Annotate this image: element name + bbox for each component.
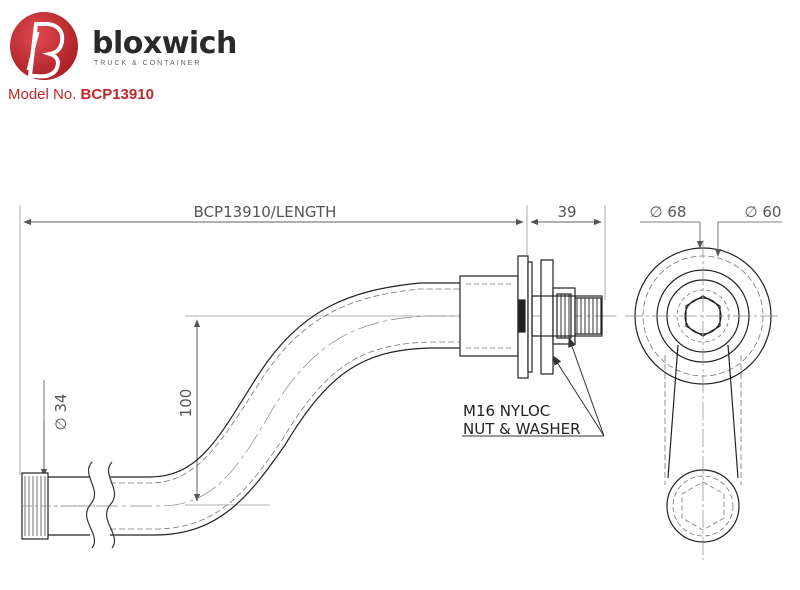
end-housing: [459, 255, 603, 379]
length-label: BCP13910/LENGTH: [194, 203, 337, 221]
thread-dimension: 39: [530, 203, 602, 226]
outer-diameter-label: ∅ 68: [650, 203, 687, 221]
brand-logo: bloxwich TRUCK & CONTAINER: [8, 8, 237, 83]
inner-diameter-label: ∅ 60: [745, 203, 782, 221]
brand-tagline: TRUCK & CONTAINER: [94, 60, 202, 67]
model-value: BCP13910: [80, 86, 154, 103]
brand-name: bloxwich: [92, 26, 237, 61]
bar-diameter-dimension: ∅ 34: [40, 380, 70, 538]
length-dimension: BCP13910/LENGTH: [19, 203, 606, 475]
end-view-dimensions: ∅ 68 ∅ 60: [640, 203, 782, 257]
thread-length-label: 39: [557, 203, 576, 221]
offset-label: 100: [177, 389, 195, 418]
model-label: Model No.: [8, 86, 77, 103]
model-number: Model No. BCP13910: [8, 86, 154, 103]
note-leader: [462, 337, 605, 437]
end-view: [625, 240, 780, 560]
tie-bar: [22, 282, 620, 549]
bar-diameter-label: ∅ 34: [52, 394, 70, 431]
nut-washer-note: M16 NYLOC NUT & WASHER: [463, 402, 581, 438]
note-line-2: NUT & WASHER: [463, 420, 581, 438]
note-line-1: M16 NYLOC: [463, 402, 551, 420]
offset-dimension: 100: [177, 315, 460, 506]
left-threaded-end: [21, 472, 95, 540]
logo-mark-icon: [10, 12, 78, 80]
